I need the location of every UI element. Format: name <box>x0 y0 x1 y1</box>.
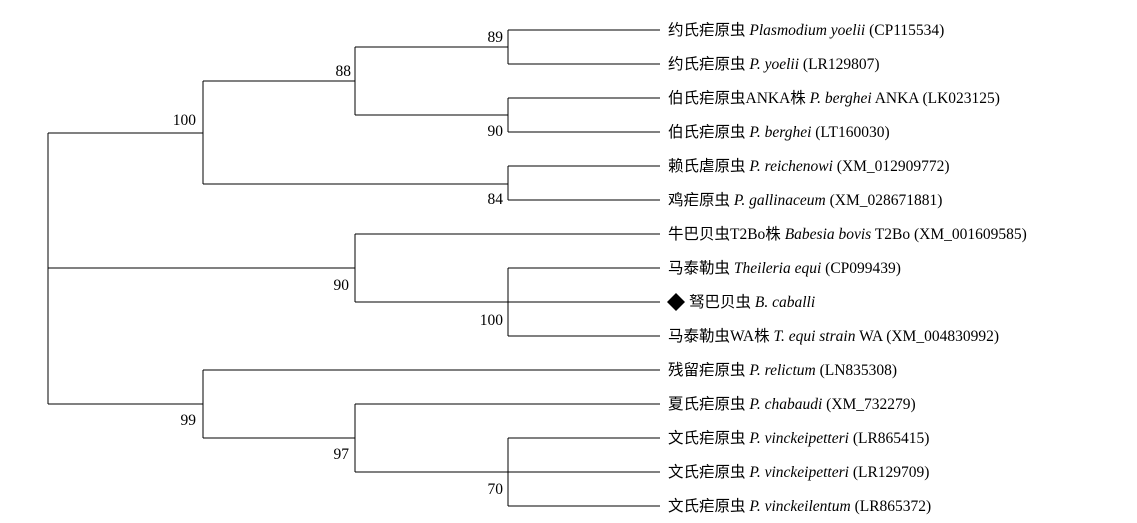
bootstrap-values: 89 88 100 90 84 90 100 99 97 70 <box>173 29 504 498</box>
bootstrap-100-theileria: 100 <box>480 312 504 329</box>
leaf-label: 夏氏疟原虫 P. chabaudi (XM_732279) <box>668 395 916 413</box>
leaf-label: 牛巴贝虫T2Bo株 Babesia bovis T2Bo (XM_0016095… <box>668 225 1027 243</box>
tree-branches <box>47 29 660 507</box>
leaf-label: 鸡疟原虫 P. gallinaceum (XM_028671881) <box>668 191 942 209</box>
leaf-label: 驽巴贝虫 B. caballi <box>689 293 815 311</box>
bootstrap-70: 70 <box>488 481 504 498</box>
bootstrap-99: 99 <box>181 412 197 429</box>
leaf-label: 马泰勒虫 Theileria equi (CP099439) <box>668 259 901 277</box>
bootstrap-88: 88 <box>336 63 352 80</box>
bootstrap-84: 84 <box>488 191 504 208</box>
leaf-label: 文氏疟原虫 P. vinckeilentum (LR865372) <box>668 497 931 515</box>
bootstrap-100-upper: 100 <box>173 112 197 129</box>
leaf-label: 残留疟原虫 P. relictum (LN835308) <box>668 361 897 379</box>
leaf-label: 约氏疟原虫 Plasmodium yoelii (CP115534) <box>668 21 944 39</box>
bootstrap-90-babesia: 90 <box>334 277 350 294</box>
leaf-label: 文氏疟原虫 P. vinckeipetteri (LR865415) <box>668 429 929 447</box>
bootstrap-89: 89 <box>488 29 504 46</box>
bootstrap-90-berghei: 90 <box>488 123 504 140</box>
bootstrap-97: 97 <box>334 446 350 463</box>
leaf-label: 伯氏疟原虫ANKA株 P. berghei ANKA (LK023125) <box>668 89 1000 107</box>
leaf-label: 赖氏虐原虫 P. reichenowi (XM_012909772) <box>668 157 950 175</box>
filled-diamond-icon <box>667 293 685 311</box>
leaf-label: 伯氏疟原虫 P. berghei (LT160030) <box>668 123 890 141</box>
leaf-label: 约氏疟原虫 P. yoelii (LR129807) <box>668 55 880 73</box>
leaf-labels: 约氏疟原虫 Plasmodium yoelii (CP115534) 约氏疟原虫… <box>667 21 1027 515</box>
leaf-label: 文氏疟原虫 P. vinckeipetteri (LR129709) <box>668 463 929 481</box>
leaf-label: 马泰勒虫WA株 T. equi strain WA (XM_004830992) <box>668 327 999 345</box>
